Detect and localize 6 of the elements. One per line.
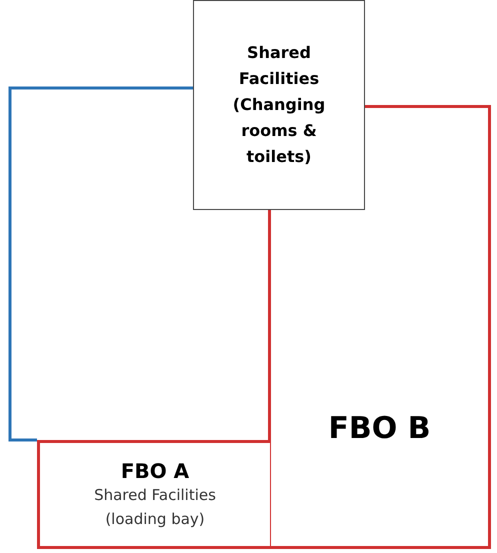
area-title: FBO B: [328, 411, 431, 446]
area-title: FBO A: [120, 458, 190, 482]
room-label: Shared Facilities (Changing rooms & toilets): [232, 42, 326, 168]
loading-bay-box: [37, 440, 270, 549]
area-description: Shared Facilities (loading bay): [93, 484, 217, 530]
facility-box: [193, 0, 365, 210]
